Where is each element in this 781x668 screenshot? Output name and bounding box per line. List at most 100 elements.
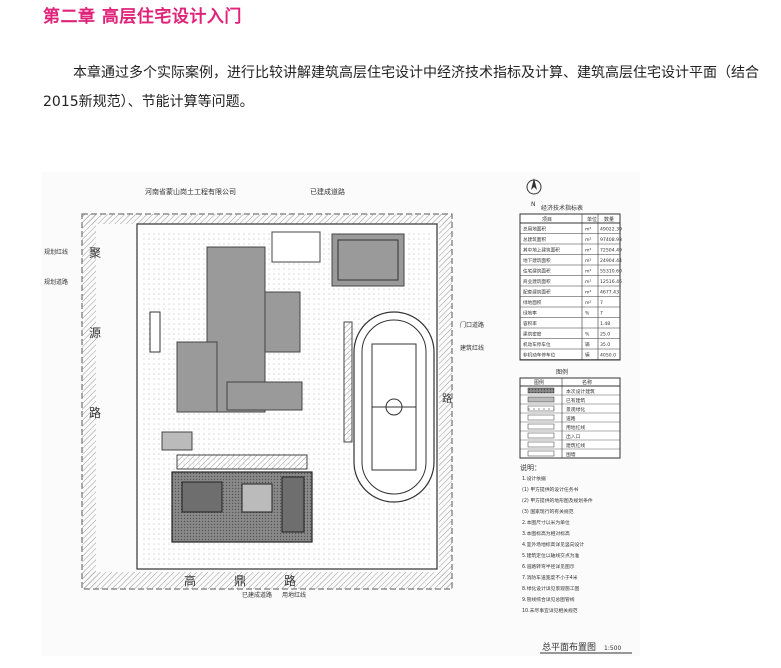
table-cell: 地下建筑面积: [523, 257, 551, 264]
table-cell: m²: [585, 280, 591, 285]
note-line: 4.室外场地标高详见竖向设计: [522, 541, 584, 548]
bottom-note-1: 已建成道路: [242, 591, 272, 599]
north-label: N: [531, 201, 536, 208]
legend-label: 已有建筑: [566, 397, 585, 404]
table-cell: 容积率: [523, 320, 537, 327]
note-line: 1.设计依据: [522, 475, 546, 482]
legend-label: 道路: [566, 415, 576, 422]
south-road-band: [82, 572, 452, 589]
chapter-intro: 本章通过多个实际案例，进行比较讲解建筑高层住宅设计中经济技术指标及计算、建筑高层…: [43, 65, 759, 110]
stand: [343, 321, 353, 443]
legend-label: 建筑红线: [566, 442, 585, 449]
table-cell: 4050.0: [600, 353, 616, 359]
legend-title: 图例: [556, 368, 568, 376]
road-right-char: 路: [442, 392, 452, 405]
table-cell: 配套建筑面积: [523, 289, 551, 296]
legend-label: 围墙: [566, 451, 576, 458]
legend-label: 用地红线: [566, 424, 585, 431]
table-cell: 1.48: [600, 321, 610, 327]
table-cell: m²: [585, 301, 591, 306]
table-cell: 7: [600, 311, 603, 317]
right-note-1: 门口道路: [460, 321, 484, 329]
table-cell: 55310.60: [600, 269, 622, 275]
table-cell: m²: [585, 238, 591, 243]
west-road-band: [82, 214, 96, 589]
table-cell: 总用地面积: [523, 226, 546, 233]
legend-swatch: [527, 441, 555, 448]
road-left-char-3: 路: [89, 405, 101, 420]
legend-label: 本次设计建筑: [566, 388, 595, 395]
legend-swatch: [527, 396, 555, 403]
tech-index-table: 经济技术指标表 项目 单位 数量 总用地面积 m² 49022.39 总建筑面积 m² 9…: [519, 204, 622, 361]
table-cell: 绿地率: [523, 310, 537, 317]
bottom-note-2: 用地红线: [282, 591, 306, 599]
east-road-band: [439, 214, 452, 589]
table-cell: 24904.44: [600, 258, 622, 264]
legend-swatch: [527, 423, 555, 430]
table-header-1: 项目: [542, 217, 552, 223]
legend-header-1: 图例: [534, 379, 544, 386]
table-cell: 72504.49: [600, 248, 622, 254]
legend-swatch: [527, 387, 555, 394]
table-cell: %: [585, 332, 590, 338]
table-cell: 辆: [585, 352, 590, 359]
site-plan-drawing: 河南省蒙山岗土工程有限公司 已建成道路 聚 源 路 高 鼎 路 路 规划红线 规…: [42, 172, 640, 656]
main-building: [176, 231, 321, 413]
table-cell: 12516.46: [600, 279, 622, 285]
road-left-char-2: 源: [89, 326, 101, 340]
legend-swatch: [527, 450, 555, 457]
note-line: 6.道路转弯半径详见图示: [522, 563, 575, 570]
table-cell: 总建筑面积: [523, 236, 546, 243]
note-line: 2.本图尺寸以米为单位: [522, 519, 570, 526]
north-arrow-icon: [526, 178, 542, 195]
note-line: 3.本图标高为相对标高: [522, 530, 570, 537]
table-cell: 4677.43: [600, 290, 619, 296]
table-cell: 49022.39: [600, 227, 622, 233]
company-label: 河南省蒙山岗土工程有限公司: [145, 187, 236, 196]
north-road-band: [82, 214, 452, 224]
table-cell: 辆: [585, 341, 590, 348]
north-gate-label: 已建成道路: [310, 187, 345, 196]
design-notes: 说明： 1.设计依据 (1) 甲方提供的设计任务书 (2) 甲方提供的地形图及规划条…: [520, 463, 593, 614]
legend-swatch: [527, 414, 555, 421]
gym-building: [331, 233, 405, 287]
note-line: (1) 甲方提供的设计任务书: [522, 486, 578, 493]
table-header-2: 单位: [587, 216, 597, 223]
table-cell: 其中地上建筑面积: [523, 247, 560, 254]
plan-title: 总平面布置图: [542, 641, 596, 653]
table-cell: 97408.93: [600, 237, 622, 243]
left-note-1: 规划红线: [44, 248, 68, 256]
sports-track: [353, 311, 435, 503]
table-cell: %: [585, 311, 590, 317]
chapter-title: 第二章 高层住宅设计入门: [43, 7, 242, 27]
left-note-2: 规划道路: [44, 278, 68, 286]
note-line: (3) 国家现行的有关规范: [522, 508, 574, 515]
table-cell: m²: [585, 249, 591, 254]
note-line: 9.管线综合详见总图管线: [522, 596, 575, 603]
table-cell: 35.0: [600, 342, 610, 348]
road-bottom-char-3: 路: [284, 573, 296, 588]
table-cell: m²: [585, 291, 591, 296]
note-line: 7.消防车道宽度不小于4米: [522, 574, 578, 581]
table-cell: m²: [585, 228, 591, 233]
table-cell: m²: [585, 259, 591, 264]
road-left-char-1: 聚: [89, 246, 101, 260]
table-header-3: 数量: [604, 216, 614, 223]
legend-label: 出入口: [566, 433, 581, 440]
legend-swatch: [527, 432, 555, 439]
legend-swatch: [527, 405, 555, 412]
notes-title: 说明：: [520, 463, 541, 472]
note-line: 10.未尽事宜详见相关规范: [522, 607, 578, 614]
note-line: 5.建筑定位以轴线交点为准: [522, 552, 580, 559]
note-line: (2) 甲方提供的地形图及规划条件: [522, 497, 593, 504]
table-cell: 绿地面积: [523, 299, 542, 306]
table-cell: 建筑密度: [523, 331, 542, 338]
table-cell: 25.0: [600, 332, 610, 338]
table-title: 经济技术指标表: [541, 204, 583, 212]
road-bottom-char-2: 鼎: [234, 574, 246, 588]
table-cell: 非机动车停车位: [523, 352, 556, 359]
table-cell: m²: [585, 270, 591, 275]
table-cell: 商业建筑面积: [523, 278, 551, 285]
plan-scale: 1:500: [604, 645, 621, 652]
